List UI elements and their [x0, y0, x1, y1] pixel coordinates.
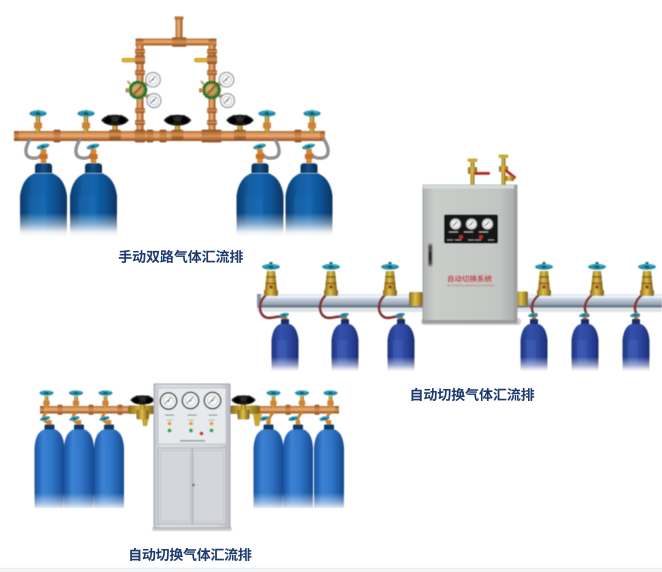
svg-text:AUTOMATIC MANIFOLD SYSTEM: AUTOMATIC MANIFOLD SYSTEM — [447, 284, 494, 288]
